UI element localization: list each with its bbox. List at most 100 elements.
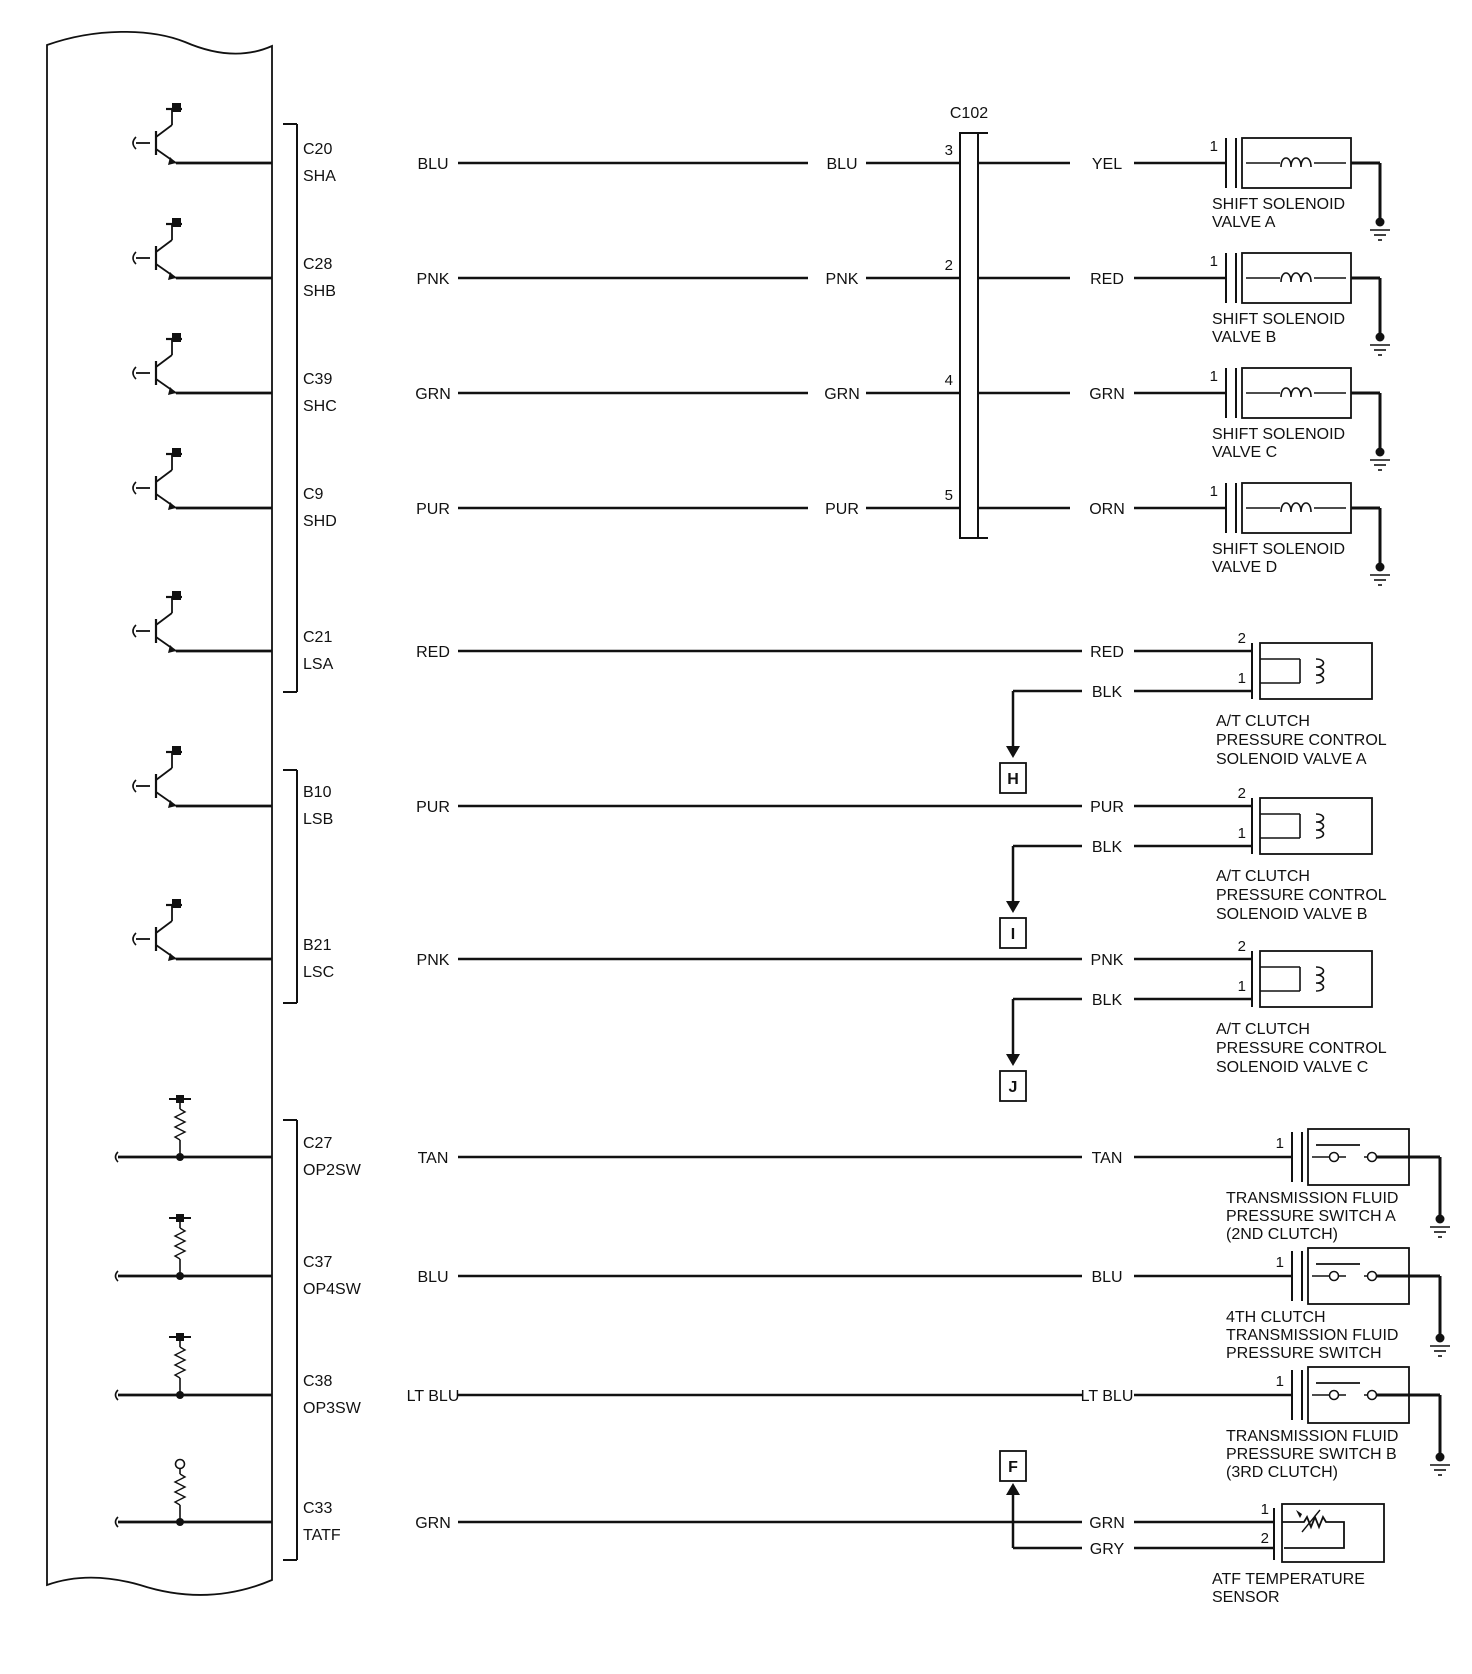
wire-color-label: RED [416, 644, 450, 661]
wire-color-label: BLU [417, 156, 448, 173]
wire-color-label: BLK [1092, 839, 1123, 856]
wire-color-label: PNK [1091, 952, 1124, 969]
ecm-pin-label: C33 [303, 1500, 332, 1517]
connector-pin-label: 3 [945, 142, 953, 159]
arrow-down-icon [1006, 746, 1020, 758]
component-name-label: SHIFT SOLENOID [1212, 196, 1345, 213]
pullup-resistor-icon [114, 1095, 272, 1163]
arrow-up-icon [1006, 1483, 1020, 1495]
coil-icon [1280, 272, 1312, 283]
signal-name-label: SHD [303, 513, 337, 530]
component-name-label: 4TH CLUTCH [1226, 1309, 1326, 1326]
ground-symbol [1430, 1452, 1450, 1476]
component-name-label: VALVE D [1212, 559, 1277, 576]
signal-name-label: LSC [303, 964, 334, 981]
pullup-resistor-icon [114, 1458, 272, 1528]
component-pin-label: 2 [1261, 1530, 1269, 1547]
ground-point-box: H [999, 762, 1027, 794]
wire-color-label: BLK [1092, 684, 1123, 701]
component-name-label: PRESSURE CONTROL [1216, 887, 1387, 904]
transistor-driver-icon [132, 448, 272, 510]
ground-point-letter: I [1011, 926, 1015, 943]
component-pin-label: 1 [1210, 253, 1218, 270]
ground-symbol [1370, 217, 1390, 241]
coil-icon [1280, 387, 1312, 398]
ecm-module [46, 30, 298, 1596]
transistor-driver-icon [132, 103, 272, 165]
component-name-label: SENSOR [1212, 1589, 1280, 1606]
signal-name-label: SHC [303, 398, 337, 415]
ground-point-box: F [999, 1450, 1027, 1482]
ground-point-box: J [999, 1070, 1027, 1102]
wire-color-label: PUR [825, 501, 859, 518]
signal-name-label: TATF [303, 1527, 341, 1544]
wire-color-label: GRN [824, 386, 860, 403]
component-pin-label: 1 [1261, 1501, 1269, 1518]
ecm-pin-label: C37 [303, 1254, 332, 1271]
component-name-label: PRESSURE SWITCH [1226, 1345, 1382, 1362]
ground-point-letter: H [1007, 771, 1019, 788]
component-name-label: ATF TEMPERATURE [1212, 1571, 1365, 1588]
ecm-pin-label: B21 [303, 937, 332, 954]
arrow-down-icon [1006, 1054, 1020, 1066]
ecm-connector-bracket-3 [283, 1119, 298, 1561]
signal-name-label: OP2SW [303, 1162, 362, 1179]
transistor-driver-icon [132, 746, 272, 808]
component-name-label: A/T CLUTCH [1216, 868, 1310, 885]
transistor-driver-icon [132, 591, 272, 653]
wire-color-label: GRN [1089, 1515, 1125, 1532]
ecm-pin-label: C28 [303, 256, 332, 273]
ecm-pin-label: C20 [303, 141, 332, 158]
coil-icon [1315, 813, 1325, 839]
transistor-driver-icon [132, 333, 272, 395]
component-pin-label: 2 [1238, 630, 1246, 647]
c102-connector: C102 [950, 105, 988, 539]
ecm-pin-label: C9 [303, 486, 324, 503]
ecm-pin-label: C39 [303, 371, 332, 388]
solenoid-body [1259, 642, 1373, 700]
component-name-label: SOLENOID VALVE C [1216, 1059, 1368, 1076]
wire-color-label: RED [1090, 271, 1124, 288]
wire-color-label: BLU [826, 156, 857, 173]
ecm-pin-label: B10 [303, 784, 332, 801]
component-name-label: (2ND CLUTCH) [1226, 1226, 1338, 1243]
component-pin-label: 1 [1276, 1135, 1284, 1152]
ecm-pin-label: C38 [303, 1373, 332, 1390]
wire-color-label: ORN [1089, 501, 1125, 518]
wire-color-label: GRN [415, 386, 451, 403]
connector-pin-label: 4 [945, 372, 953, 389]
component-name-label: TRANSMISSION FLUID [1226, 1428, 1398, 1445]
component-pin-label: 1 [1210, 483, 1218, 500]
ground-point-box: I [999, 917, 1027, 949]
wire-color-label: PNK [417, 271, 450, 288]
c102-body [959, 132, 979, 539]
component-name-label: PRESSURE SWITCH A [1226, 1208, 1396, 1225]
connector-pin-label: 5 [945, 487, 953, 504]
wire-color-label: BLK [1092, 992, 1123, 1009]
ecm-pin-label: C21 [303, 629, 332, 646]
component-pin-label: 1 [1210, 368, 1218, 385]
thermistor-icon [1282, 1514, 1345, 1549]
component-pin-label: 1 [1238, 825, 1246, 842]
ground-symbol [1370, 447, 1390, 471]
ecm-outline [46, 30, 273, 1596]
wire-color-label: PUR [416, 501, 450, 518]
wire-color-label: BLU [417, 1269, 448, 1286]
component-name-label: SHIFT SOLENOID [1212, 311, 1345, 328]
wire-color-label: GRY [1090, 1541, 1125, 1558]
wire-color-label: TAN [418, 1150, 449, 1167]
component-name-label: A/T CLUTCH [1216, 1021, 1310, 1038]
ground-point-letter: J [1009, 1079, 1018, 1096]
component-pin-label: 1 [1276, 1254, 1284, 1271]
ground-symbol [1370, 562, 1390, 586]
pullup-resistor-icon [114, 1214, 272, 1282]
connector-pin-label: 2 [945, 257, 953, 274]
wire-color-label: LT BLU [407, 1388, 460, 1405]
solenoid-body [1259, 797, 1373, 855]
wire-color-label: LT BLU [1081, 1388, 1134, 1405]
component-name-label: A/T CLUTCH [1216, 713, 1310, 730]
